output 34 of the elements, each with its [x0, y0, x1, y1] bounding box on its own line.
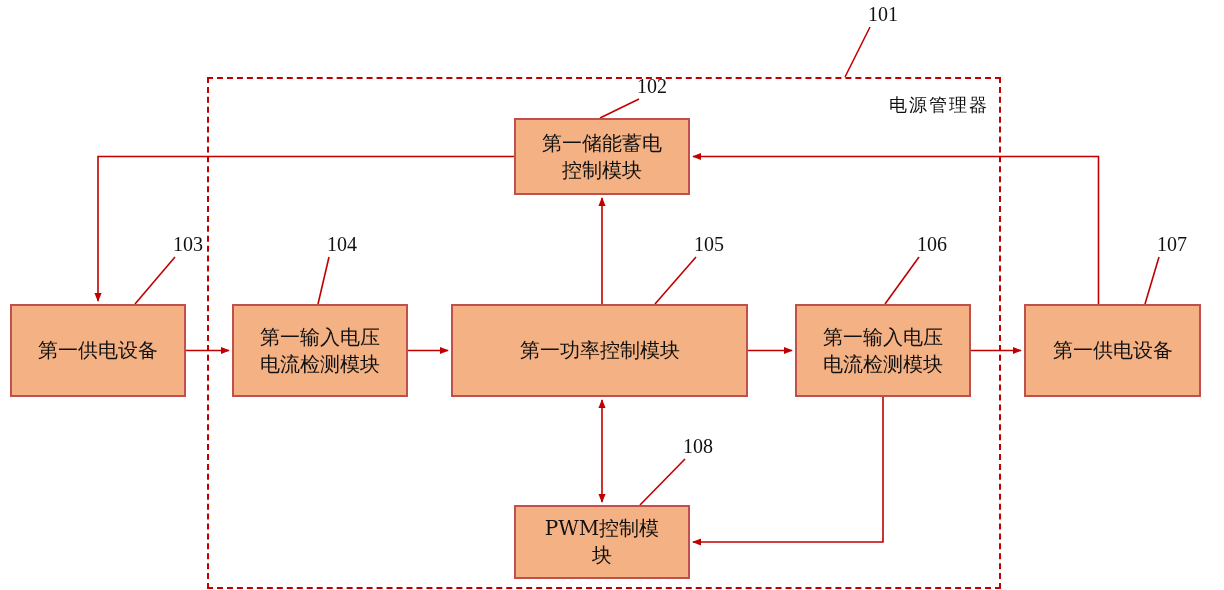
leader-line: [317, 256, 330, 305]
module-box: 第一输入电压电流检测模块: [232, 304, 408, 397]
leader-line: [1144, 256, 1160, 305]
callout-number: 108: [683, 435, 713, 458]
callout-number: 107: [1157, 233, 1187, 256]
boundary-label: 电源管理器: [889, 93, 989, 117]
module-box: 第一功率控制模块: [451, 304, 748, 397]
dashed-boundary: [207, 77, 1001, 589]
module-box: 第一输入电压电流检测模块: [795, 304, 971, 397]
leader-line: [884, 256, 920, 305]
arrow: [185, 346, 230, 355]
leader-line: [639, 458, 686, 506]
module-box: PWM控制模块: [514, 505, 690, 579]
leader-line: [844, 26, 871, 78]
module-box: 第一供电设备: [10, 304, 186, 397]
leader-line: [599, 98, 640, 119]
arrow: [692, 152, 1100, 305]
callout-number: 102: [637, 75, 667, 98]
module-box: 第一供电设备: [1024, 304, 1201, 397]
arrow: [598, 197, 606, 305]
leader-line: [654, 256, 697, 305]
module-box: 第一储能蓄电控制模块: [514, 118, 690, 195]
arrow: [747, 346, 793, 355]
callout-number: 106: [917, 233, 947, 256]
callout-number: 103: [173, 233, 203, 256]
arrow: [94, 155, 515, 302]
callout-number: 104: [327, 233, 357, 256]
arrow: [970, 346, 1022, 355]
callout-number: 105: [694, 233, 724, 256]
arrow: [407, 346, 449, 355]
callout-number: 101: [868, 3, 898, 26]
leader-line: [134, 256, 176, 305]
arrow: [692, 396, 884, 546]
arrow: [598, 399, 606, 503]
